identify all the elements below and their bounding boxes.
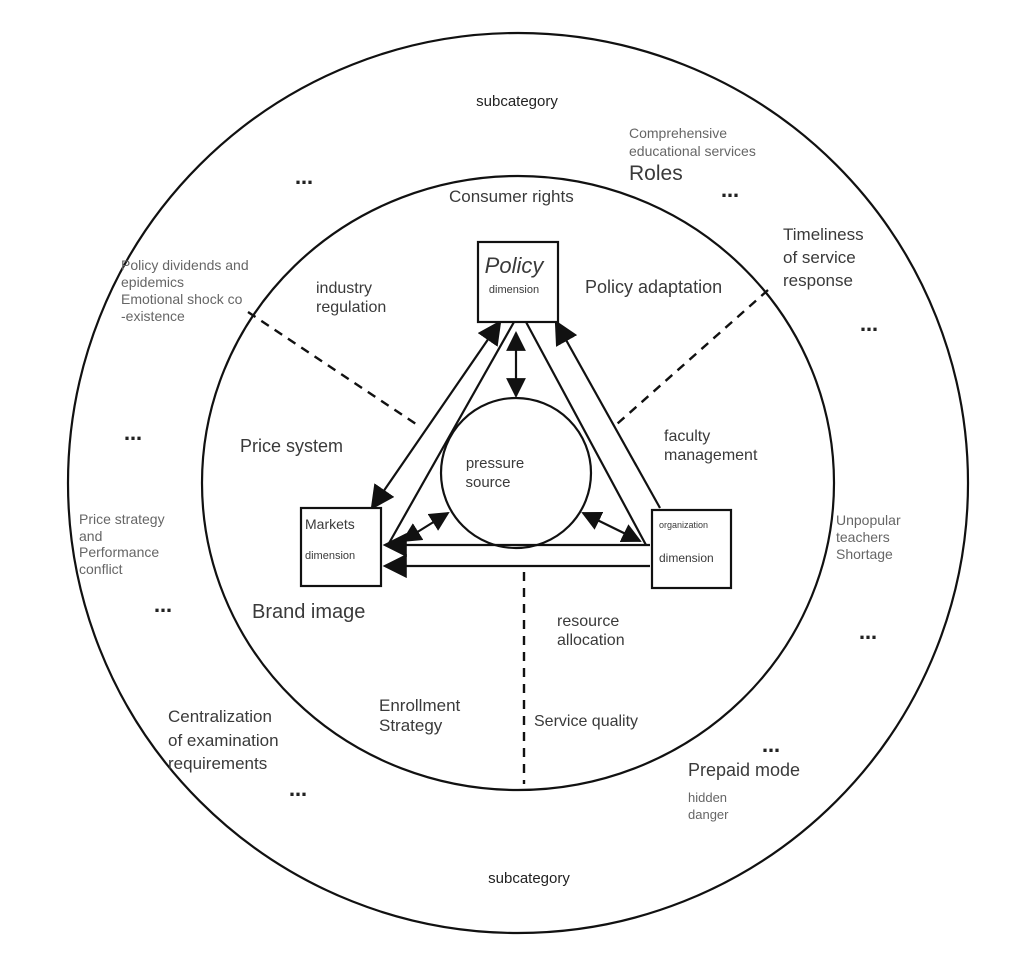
ellipsis-top-left: … [295,168,315,189]
organization-dimension-box: organization dimension [650,508,733,590]
resource-allocation-line1: resource [557,613,619,630]
roles-label: Roles [629,162,683,185]
consumer-rights-label: Consumer rights [449,187,574,206]
unpopular-teachers-line1: Unpopular [836,512,901,528]
subcategory-top-label: subcategory [476,93,558,110]
service-quality-label: Service quality [534,713,638,730]
inner-ring [200,174,836,792]
price-strategy-line3: Performance [79,544,159,560]
unpopular-teachers-line3: Shortage [836,546,893,562]
policy-dimension-box: Policy dimension [476,240,560,324]
price-strategy-line1: Price strategy [79,511,165,527]
comprehensive-services-line1: Comprehensive [629,125,727,141]
policy-dividends-line3: Emotional shock co [121,291,243,307]
unpopular-teachers-line2: teachers [836,529,890,545]
organization-pressure-arrow [581,511,642,543]
dashed-divider-upper-left [247,311,417,425]
outer-ring [66,31,970,935]
policy-dividends-line4: -existence [121,308,185,324]
markets-dimension-label: dimension [305,550,355,562]
pressure-source-circle [439,396,593,550]
policy-dimension-label: dimension [489,284,539,296]
timeliness-line1: Timeliness [783,225,864,244]
brand-image-label: Brand image [252,601,365,623]
faculty-management-line1: faculty [664,428,710,445]
comprehensive-services-line2: educational services [629,143,756,159]
right-edge-inner-line [525,321,647,546]
right-edge-outer-arrow [554,319,661,509]
faculty-management-line2: management [664,447,758,464]
pressure-source-label-line2: source [465,474,510,491]
prepaid-mode-label: Prepaid mode [688,760,800,780]
organization-dimension-label: dimension [659,551,714,565]
enrollment-strategy-line1: Enrollment [379,696,461,715]
resource-allocation-line2: allocation [557,632,625,649]
enrollment-strategy-line2: Strategy [379,716,443,735]
subcategory-bottom-label: subcategory [488,870,570,887]
industry-regulation-line2: regulation [316,299,386,316]
ellipsis-right-lower: … [859,623,879,644]
centralization-line2: of examination [168,731,279,750]
ellipsis-left-lower: … [154,596,174,617]
left-edge-outer-arrow [370,320,502,510]
price-system-label: Price system [240,436,343,456]
ellipsis-left-middle: … [124,424,144,445]
ellipsis-right-upper: … [860,315,880,336]
timeliness-line2: of service [783,248,856,267]
pressure-source-label-line1: pressure [466,455,524,472]
ellipsis-bottom-left: … [289,780,309,801]
policy-adaptation-label: Policy adaptation [585,277,722,297]
price-strategy-line4: conflict [79,561,123,577]
ellipsis-bottom-right: … [762,736,782,757]
policy-dividends-line2: epidemics [121,274,184,290]
centralization-line1: Centralization [168,707,272,726]
industry-regulation-line1: industry [316,280,372,297]
policy-title: Policy [485,253,546,278]
ellipsis-top-right: … [721,181,741,202]
policy-dividends-line1: Policy dividends and [121,257,249,273]
organization-title: organization [659,520,708,530]
price-strategy-line2: and [79,528,102,544]
markets-dimension-box: Markets dimension [299,506,383,588]
hidden-danger-line1: hidden [688,790,727,805]
markets-title: Markets [305,516,355,532]
hidden-danger-line2: danger [688,807,729,822]
timeliness-line3: response [783,271,853,290]
dashed-divider-upper-right [616,289,769,425]
centralization-line3: requirements [168,754,267,773]
markets-pressure-arrow [401,511,450,543]
